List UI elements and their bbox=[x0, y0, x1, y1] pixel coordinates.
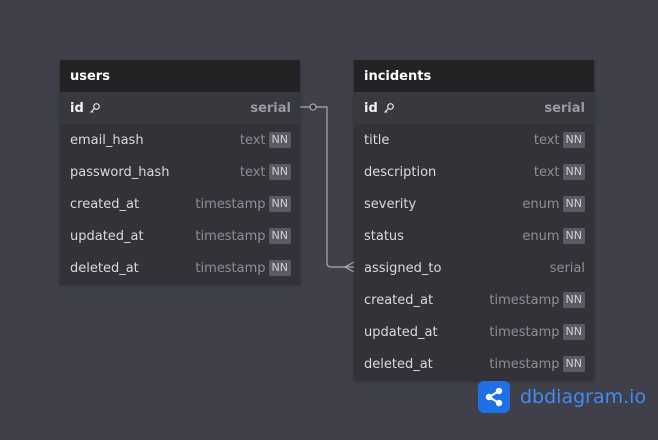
column-name-text: assigned_to bbox=[364, 260, 442, 276]
column-name: email_hash bbox=[70, 133, 240, 148]
column-name-text: severity bbox=[364, 196, 417, 212]
column-name: id bbox=[364, 101, 544, 116]
column-name-text: deleted_at bbox=[364, 356, 433, 372]
column-name-text: status bbox=[364, 228, 404, 244]
column-name: updated_at bbox=[70, 229, 195, 244]
not-null-badge: NN bbox=[268, 196, 291, 212]
table-header[interactable]: users bbox=[60, 60, 300, 92]
column-row-assigned-to[interactable]: assigned_to serial bbox=[354, 252, 594, 284]
column-row-id[interactable]: id serial bbox=[354, 92, 594, 124]
column-name: password_hash bbox=[70, 165, 240, 180]
column-name-text: title bbox=[364, 132, 390, 148]
column-type: text bbox=[533, 132, 560, 148]
one-end-marker bbox=[309, 103, 317, 111]
column-type: enum bbox=[522, 228, 560, 244]
column-name-text: id bbox=[70, 100, 84, 116]
column-type: text bbox=[533, 164, 560, 180]
not-null-badge: NN bbox=[562, 228, 585, 244]
column-type: text bbox=[239, 164, 266, 180]
not-null-badge: NN bbox=[562, 292, 585, 308]
column-type: serial bbox=[250, 100, 291, 116]
column-type: enum bbox=[522, 196, 560, 212]
column-name: title bbox=[364, 133, 534, 148]
column-type: timestamp bbox=[195, 196, 266, 212]
column-type: timestamp bbox=[489, 324, 560, 340]
column-name-text: updated_at bbox=[364, 324, 438, 340]
column-name: severity bbox=[364, 197, 522, 212]
column-name-text: email_hash bbox=[70, 132, 144, 148]
column-name: updated_at bbox=[364, 325, 489, 340]
column-type: serial bbox=[549, 260, 585, 276]
column-name-text: deleted_at bbox=[70, 260, 139, 276]
column-name: deleted_at bbox=[364, 357, 489, 372]
column-name-text: id bbox=[364, 100, 378, 116]
column-type: text bbox=[239, 132, 266, 148]
primary-key-icon bbox=[89, 102, 101, 114]
not-null-badge: NN bbox=[268, 228, 291, 244]
column-type: serial bbox=[544, 100, 585, 116]
column-name-text: updated_at bbox=[70, 228, 144, 244]
column-name-text: created_at bbox=[70, 196, 140, 212]
relationship-line bbox=[300, 106, 354, 268]
column-name: id bbox=[70, 101, 250, 116]
brand-logo[interactable]: dbdiagram.io bbox=[478, 381, 646, 413]
column-name: created_at bbox=[364, 293, 489, 308]
not-null-badge: NN bbox=[268, 260, 291, 276]
many-end-marker bbox=[343, 261, 355, 273]
not-null-badge: NN bbox=[268, 132, 291, 148]
column-row-id[interactable]: id serial bbox=[60, 92, 300, 124]
column-name: deleted_at bbox=[70, 261, 195, 276]
column-name: assigned_to bbox=[364, 261, 550, 276]
not-null-badge: NN bbox=[268, 164, 291, 180]
brand-name: dbdiagram.io bbox=[520, 386, 647, 408]
column-type: timestamp bbox=[489, 356, 560, 372]
not-null-badge: NN bbox=[562, 324, 585, 340]
column-name-text: description bbox=[364, 164, 437, 180]
column-name: status bbox=[364, 229, 522, 244]
not-null-badge: NN bbox=[562, 356, 585, 372]
column-name-text: password_hash bbox=[70, 164, 170, 180]
column-type: timestamp bbox=[195, 260, 266, 276]
primary-key-icon bbox=[383, 102, 395, 114]
column-name-text: created_at bbox=[364, 292, 434, 308]
column-type: timestamp bbox=[195, 228, 266, 244]
not-null-badge: NN bbox=[562, 132, 585, 148]
column-name: created_at bbox=[70, 197, 195, 212]
table-header[interactable]: incidents bbox=[354, 60, 594, 92]
share-nodes-icon bbox=[478, 381, 510, 413]
column-name: description bbox=[364, 165, 534, 180]
not-null-badge: NN bbox=[562, 164, 585, 180]
not-null-badge: NN bbox=[562, 196, 585, 212]
column-type: timestamp bbox=[489, 292, 560, 308]
